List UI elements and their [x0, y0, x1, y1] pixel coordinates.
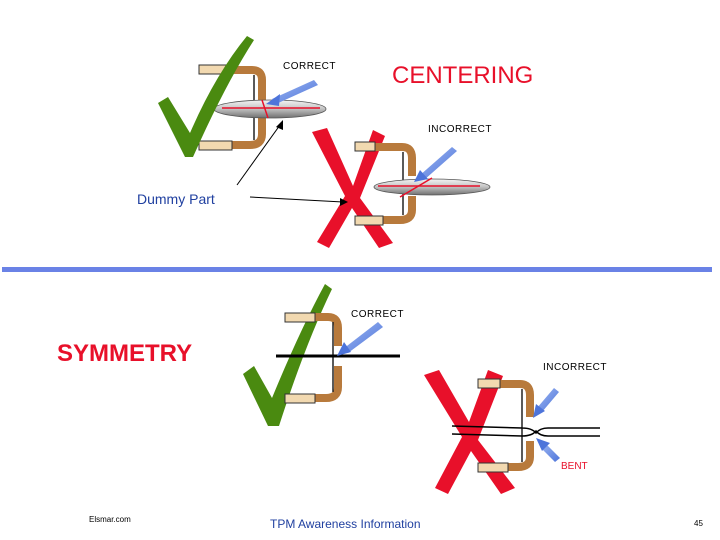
centering-correct-label: CORRECT: [283, 61, 336, 72]
x-mark-icon: [424, 370, 515, 494]
dummy-part-disk: [373, 177, 491, 198]
clamp-icon: [198, 64, 266, 151]
footer-caption: TPM Awareness Information: [270, 517, 421, 531]
bent-part: [451, 425, 600, 437]
dummy-part-label: Dummy Part: [137, 191, 215, 207]
pointer-arrow-icon: [414, 147, 457, 182]
clamp-icon: [284, 312, 342, 404]
dummy-part-disk: [213, 99, 327, 119]
dummy-part-pointer: [236, 120, 348, 206]
section-divider: [2, 267, 712, 272]
pointer-arrow-icon: [337, 322, 383, 356]
pointer-arrow-icon: [266, 80, 318, 106]
centering-incorrect-label: INCORRECT: [428, 124, 492, 135]
footer-source: Elsmar.com: [89, 515, 131, 524]
clamp-icon: [477, 378, 534, 473]
check-mark-icon: [158, 36, 254, 157]
centering-title: CENTERING: [392, 62, 534, 89]
symmetry-title: SYMMETRY: [57, 340, 193, 367]
page-number: 45: [694, 519, 703, 528]
pointer-arrow-icon: [533, 388, 559, 418]
symmetry-incorrect-label: INCORRECT: [543, 362, 607, 373]
symmetry-correct-label: CORRECT: [351, 309, 404, 320]
pointer-arrow-icon: [536, 438, 560, 462]
bent-label: BENT: [561, 461, 588, 472]
